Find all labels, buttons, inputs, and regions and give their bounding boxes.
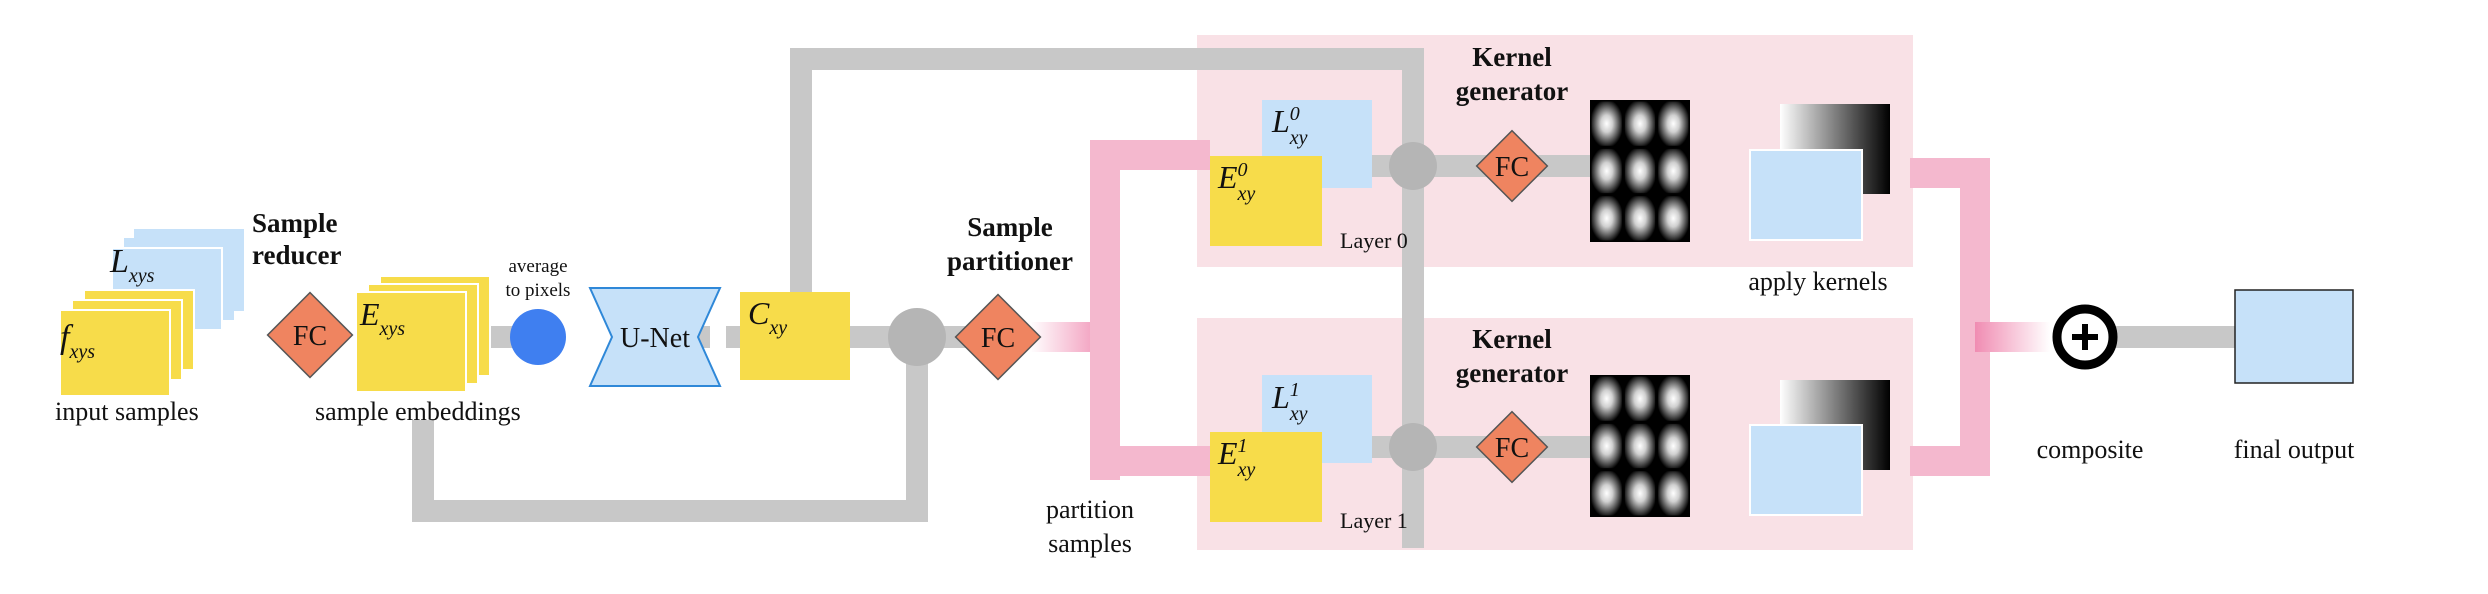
c-symbol: C [748,295,770,331]
kernel-cell [1624,196,1656,241]
pink-composite-fan [1910,158,2050,476]
layer0-fc-label: FC [1495,152,1529,183]
partitioner-fc-label: FC [981,323,1015,354]
kernel-cell [1658,376,1689,421]
layer0-e-sub: xy [1237,183,1256,205]
layer1-e-sub: xy [1237,459,1256,481]
kernel-cell [1624,376,1656,421]
output-block [1749,149,1863,241]
layer1-l-sub: xy [1289,403,1308,425]
composite-plus-icon [2052,304,2118,370]
layer0-label: Layer 0 [1340,228,1408,253]
layer0-generator-line2: generator [1456,76,1568,106]
layer1-e-symbol: E [1217,435,1238,471]
merge-node [888,308,946,366]
layer1-fc-label: FC [1495,433,1529,464]
partition-samples-line1: partition [1046,495,1134,524]
sample-embeddings-label: sample embeddings [315,397,521,426]
pink-partition-fan [1030,140,1210,480]
input-samples-label: input samples [55,397,199,426]
layer1-l-sup: 1 [1290,379,1300,401]
average-dot [510,309,566,365]
sample-reducer-title-line2: reducer [252,240,341,270]
svg-text:Lxys: Lxys [109,243,155,287]
kernel-grid [1590,375,1690,517]
fc-diamond [1475,129,1549,203]
input-samples-stack [59,229,244,397]
final-output-block [2234,289,2354,384]
composite-label: composite [2037,435,2144,464]
partition-samples-line2: samples [1048,529,1132,558]
kernel-cell [1658,196,1689,241]
kernel-cell [1591,376,1622,421]
sample-reducer-title-line1: Sample [252,208,338,238]
layer1-merge-node [1389,423,1437,471]
layer1-generator-line1: Kernel [1472,324,1552,354]
layer1-generator-line2: generator [1456,358,1568,388]
unet-label: U-Net [620,323,690,354]
svg-text:Exys: Exys [359,296,405,340]
kernel-cell [1658,148,1689,194]
layer0-merge-node [1389,142,1437,190]
sample-embeddings-stack [355,275,491,393]
kernel-cell [1624,148,1656,194]
kernel-cell [1591,148,1622,194]
kernel-cell [1658,471,1689,516]
layer0-l-symbol: L [1271,103,1290,139]
e-subscript: xys [379,318,406,340]
fc-label: FC [293,321,327,352]
c-xy-block [740,292,850,380]
fc-diamond [1475,410,1549,484]
kernel-cell [1658,423,1689,469]
kernel-cell [1591,471,1622,516]
l-symbol: L [109,243,129,280]
kernel-cell [1591,423,1622,469]
average-label-line1: average [508,256,567,277]
unet-block [588,287,722,387]
layer1-label: Layer 1 [1340,508,1408,533]
fc-diamond [954,293,1042,381]
kernel-cell [1624,101,1656,146]
layer1-e-sup: 1 [1238,435,1248,457]
kernel-grid [1590,100,1690,242]
final-output-label: final output [2234,435,2355,464]
svg-text:Cxy: Cxy [748,295,787,339]
sample-partitioner-title-line1: Sample [967,212,1053,242]
l-subscript: xys [128,265,155,287]
layer1-l-symbol: L [1271,379,1290,415]
average-label-line2: to pixels [506,280,571,301]
sample-partitioner-title-line2: partitioner [947,246,1073,276]
c-subscript: xy [768,317,787,339]
f-subscript: xys [68,341,95,363]
kernel-cell [1591,101,1622,146]
kernel-cell [1624,423,1656,469]
kernel-cell [1591,196,1622,241]
layer0-generator-line1: Kernel [1472,42,1552,72]
layer0-e-symbol: E [1217,159,1238,195]
layer0-l-sup: 0 [1290,103,1300,125]
layer0-l-sub: xy [1289,127,1308,149]
kernel-cell [1624,471,1656,516]
kernel-cell [1658,101,1689,146]
e-symbol: E [359,296,380,332]
fc-diamond [266,291,354,379]
apply-kernels-label: apply kernels [1748,267,1887,296]
output-block [1749,424,1863,516]
layer0-e-sup: 0 [1238,159,1248,181]
